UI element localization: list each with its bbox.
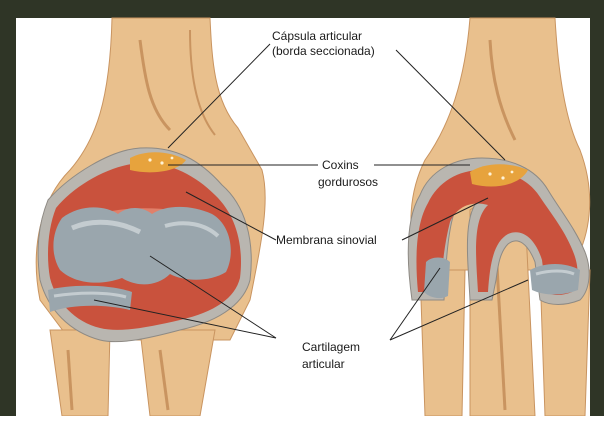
right-cartilage-right: [530, 264, 580, 295]
label-capsule-line2: (borda seccionada): [272, 44, 375, 59]
label-cartilage-line1: Cartilagem: [302, 340, 360, 355]
label-cartilage-line2: articular: [302, 357, 345, 372]
left-humeral-cartilage: [53, 207, 230, 285]
label-synovial: Membrana sinovial: [276, 233, 377, 248]
label-capsule-line1: Cápsula articular: [272, 29, 362, 44]
label-fat-line1: Coxins: [322, 158, 359, 173]
label-fat-line2: gordurosos: [318, 175, 378, 190]
right-cartilage-left: [424, 258, 450, 299]
